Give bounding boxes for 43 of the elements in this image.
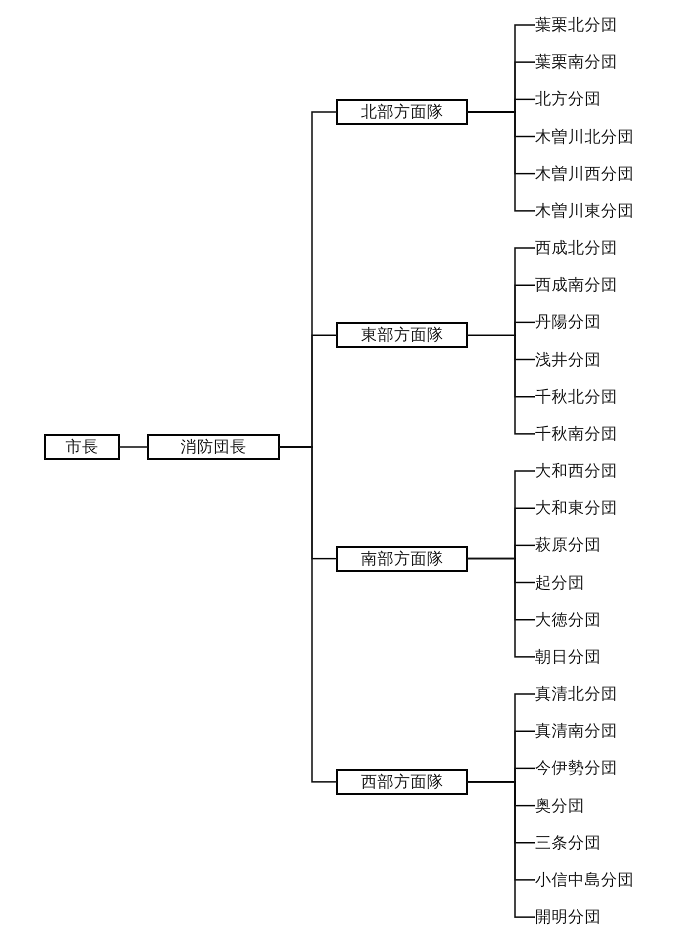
unit-label: 西成北分団: [535, 237, 618, 260]
unit-label: 真清北分団: [535, 683, 618, 706]
org-label: 北部方面隊: [360, 102, 444, 122]
unit-label: 朝日分団: [535, 646, 601, 668]
unit-label: 千秋南分団: [535, 422, 618, 445]
unit-label: 大徳分団: [535, 608, 601, 631]
org-label: 市長: [66, 437, 98, 457]
unit-label: 開明分団: [535, 906, 601, 928]
unit-label: 萩原分団: [535, 534, 601, 556]
unit-label: 起分団: [535, 572, 584, 594]
connector-line: [280, 446, 336, 783]
unit-label: 大和東分団: [535, 497, 618, 520]
unit-label: 木曽川東分団: [535, 200, 634, 222]
unit-label: 葉栗南分団: [535, 51, 618, 74]
org-box: [147, 434, 280, 460]
unit-label: 今伊勢分団: [535, 757, 618, 780]
unit-label: 奥分団: [535, 794, 584, 817]
connector-line: [468, 781, 535, 918]
unit-label: 北方分団: [535, 88, 601, 110]
unit-label: 大和西分団: [535, 460, 618, 482]
unit-label: 葉栗北分団: [535, 14, 618, 36]
unit-label: 三条分団: [535, 832, 601, 854]
connector-line: [468, 111, 535, 212]
unit-label: 小信中島分団: [535, 868, 634, 891]
org-box: [336, 322, 468, 348]
unit-label: 真清南分団: [535, 720, 618, 742]
org-label: 南部方面隊: [360, 548, 444, 569]
unit-label: 木曽川西分団: [535, 162, 634, 185]
connector-line: [468, 558, 535, 658]
unit-label: 浅井分団: [535, 348, 601, 371]
org-box: [336, 546, 468, 572]
org-box: [44, 434, 120, 460]
org-label: 西部方面隊: [360, 772, 444, 792]
org-box: [336, 99, 468, 125]
unit-label: 千秋北分団: [535, 386, 618, 408]
unit-label: 丹陽分団: [535, 311, 601, 334]
org-box: [336, 768, 468, 795]
unit-label: 木曽川北分団: [535, 126, 634, 148]
connector-line: [468, 334, 535, 435]
connector-line: [120, 446, 147, 448]
unit-label: 西成南分団: [535, 274, 618, 296]
org-label: 消防団長: [180, 437, 246, 457]
org-label: 東部方面隊: [360, 325, 444, 346]
